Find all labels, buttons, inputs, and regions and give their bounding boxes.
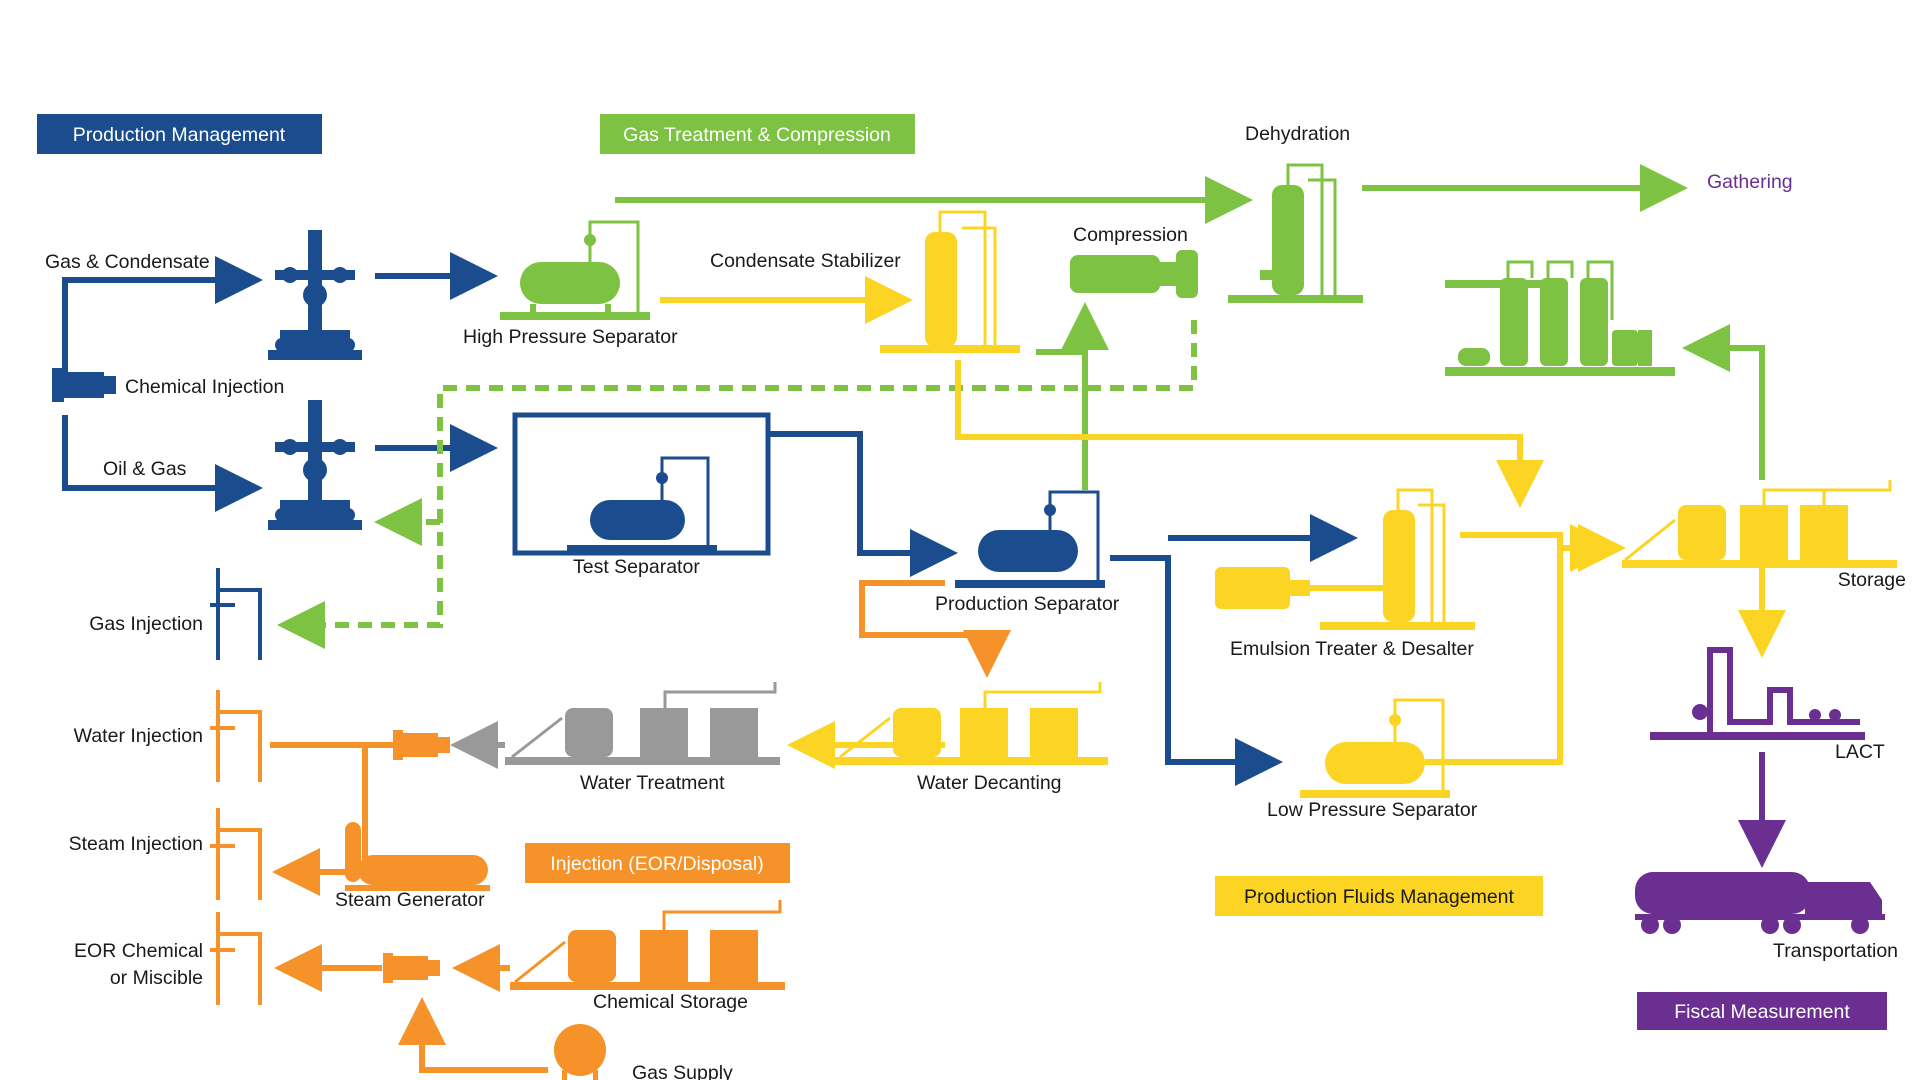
label-water-injection: Water Injection <box>74 725 203 747</box>
gas-processing-plant <box>1445 260 1675 376</box>
flow-prod-decant <box>859 580 1011 678</box>
flow-test-prod <box>770 431 958 577</box>
compressor <box>1070 250 1198 298</box>
blue-flows <box>62 252 1358 786</box>
tag-fiscal: Fiscal Measurement <box>1637 992 1887 1030</box>
label-steam-generator: Steam Generator <box>335 889 485 911</box>
gas-supply-sphere <box>554 1024 606 1080</box>
label-hp-separator: High Pressure Separator <box>463 326 678 348</box>
tag-gas-treatment-text: Gas Treatment & Compression <box>623 124 891 146</box>
label-gas-supply: Gas Supply <box>632 1062 733 1080</box>
tag-production-management: Production Management <box>37 114 322 154</box>
dehydration-unit <box>1228 163 1363 303</box>
water-injection-well <box>210 690 262 782</box>
flow-lp-storage <box>1425 548 1563 765</box>
water-injection-pump <box>393 730 450 760</box>
tag-fluids: Production Fluids Management <box>1215 876 1543 916</box>
lact-unit <box>1650 647 1865 740</box>
water-treatment-tanks <box>505 682 780 765</box>
steam-injection-well <box>210 808 262 900</box>
flow-gas-injection <box>277 320 1197 649</box>
test-separator <box>512 412 771 556</box>
label-lp-separator: Low Pressure Separator <box>1267 799 1478 821</box>
condensate-stabilizer <box>880 210 1020 353</box>
tag-fiscal-text: Fiscal Measurement <box>1674 1001 1850 1023</box>
label-lact: LACT <box>1835 741 1885 763</box>
hp-separator <box>500 220 650 320</box>
label-water-decanting: Water Decanting <box>917 772 1062 794</box>
production-separator <box>955 490 1105 588</box>
flow-prod-lp <box>1110 555 1283 786</box>
gas-injection-well <box>210 568 262 660</box>
eor-injection-well <box>210 912 262 1005</box>
chemical-injection-pump <box>52 368 116 402</box>
wellhead-bottom <box>268 400 362 530</box>
label-chemical-injection: Chemical Injection <box>125 376 284 398</box>
label-water-treatment: Water Treatment <box>580 772 725 794</box>
label-emulsion-treater: Emulsion Treater & Desalter <box>1230 638 1474 660</box>
tag-gas-treatment: Gas Treatment & Compression <box>600 114 915 154</box>
label-dehydration: Dehydration <box>1245 123 1350 145</box>
water-decanting-tanks <box>833 682 1108 765</box>
steam-generator <box>345 822 490 891</box>
orange-flows <box>270 580 1011 1073</box>
label-storage: Storage <box>1838 569 1906 591</box>
flow-oil-gas <box>62 415 263 512</box>
label-transportation: Transportation <box>1773 940 1898 962</box>
label-compression: Compression <box>1073 224 1188 246</box>
eor-pump <box>383 953 440 983</box>
label-gas-injection: Gas Injection <box>89 613 203 635</box>
lp-separator <box>1300 698 1450 798</box>
green-flows <box>277 164 1765 649</box>
tag-injection: Injection (EOR/Disposal) <box>525 843 790 883</box>
label-condensate-stabilizer: Condensate Stabilizer <box>710 250 901 272</box>
label-gathering: Gathering <box>1707 171 1793 193</box>
label-gas-condensate: Gas & Condensate <box>45 251 210 273</box>
emulsion-treater <box>1215 488 1475 630</box>
label-production-separator: Production Separator <box>935 593 1120 615</box>
flow-storage-gasplant <box>1682 324 1765 480</box>
wellhead-top <box>268 230 362 360</box>
yellow-flows <box>660 276 1626 769</box>
tag-production-management-text: Production Management <box>73 124 286 146</box>
chemical-storage-tanks <box>510 900 785 990</box>
tag-injection-text: Injection (EOR/Disposal) <box>550 853 764 875</box>
label-oil-gas: Oil & Gas <box>103 458 187 480</box>
flow-stab-storage <box>955 360 1544 508</box>
tag-fluids-text: Production Fluids Management <box>1244 886 1514 908</box>
flow-gas-condensate <box>62 256 263 380</box>
label-test-separator: Test Separator <box>573 556 700 578</box>
flow-gassupply <box>398 997 548 1073</box>
tanker-truck <box>1635 872 1885 934</box>
label-chemical-storage: Chemical Storage <box>593 991 748 1013</box>
label-eor-line2: or Miscible <box>110 967 203 989</box>
label-steam-injection: Steam Injection <box>69 833 203 855</box>
label-eor-line1: EOR Chemical <box>74 940 203 962</box>
storage-tanks <box>1622 480 1897 568</box>
